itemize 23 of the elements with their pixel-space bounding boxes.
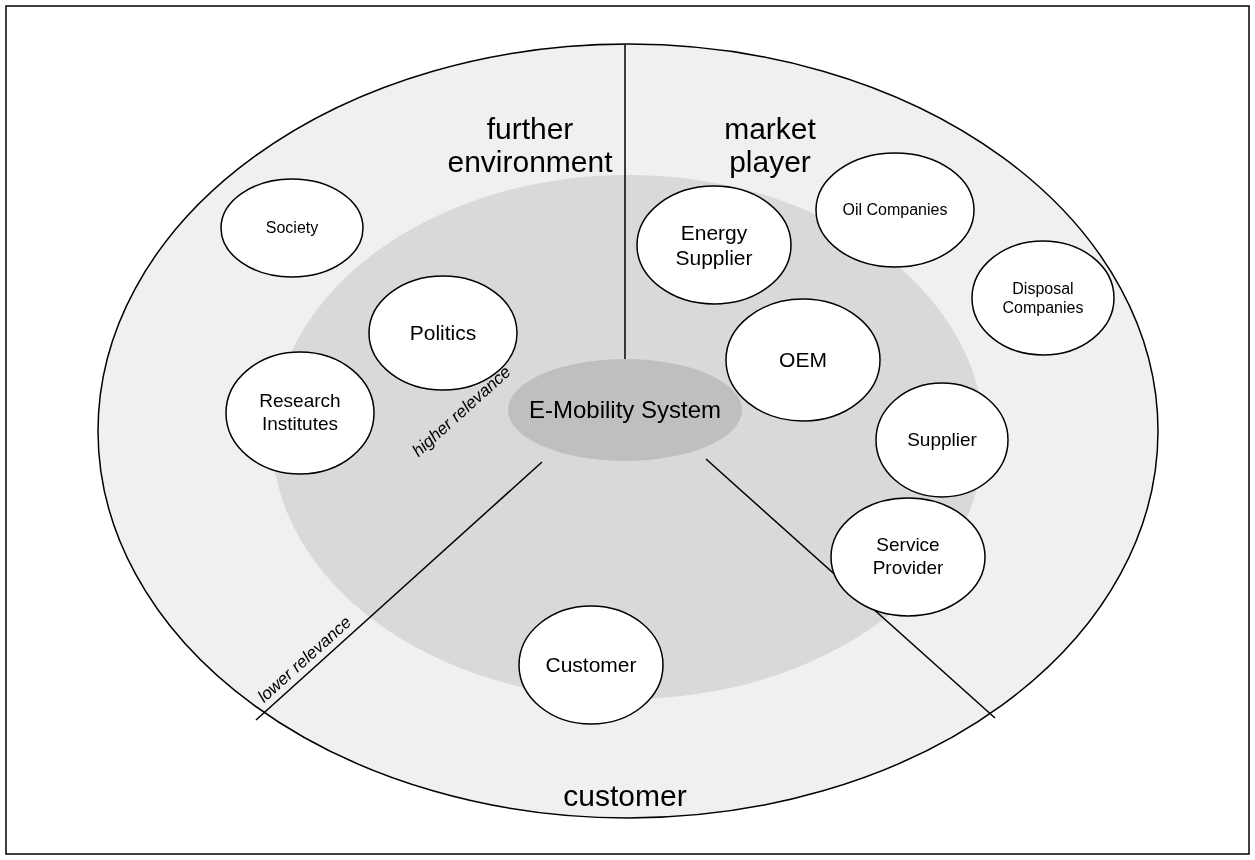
node-label: Politics (409, 320, 477, 346)
stakeholder-ellipse (518, 605, 664, 725)
node-label: Oil Companies (842, 200, 948, 220)
sector-title: market player (723, 112, 817, 178)
stakeholder-ellipse (971, 240, 1115, 356)
node-label: Service Provider (871, 534, 945, 580)
stakeholder-ellipse (636, 185, 792, 305)
stakeholder-ellipse (725, 298, 881, 422)
node-label: Supplier (907, 428, 977, 452)
node-label: OEM (779, 347, 827, 373)
sector-title: further environment (446, 112, 614, 178)
node-label: Disposal Companies (1001, 278, 1085, 318)
sector-title: customer (563, 778, 687, 812)
stakeholder-ellipse (875, 382, 1009, 498)
node-label: E-Mobility System (528, 395, 721, 425)
stakeholder-ellipse (830, 497, 986, 617)
node-label: Energy Supplier (674, 219, 754, 271)
stakeholder-ellipse (815, 152, 975, 268)
stakeholder-ellipse (220, 178, 364, 278)
node-label: Society (265, 218, 319, 238)
stakeholder-ellipse (225, 351, 375, 475)
node-label: Customer (545, 652, 637, 678)
node-label: Research Institutes (258, 390, 342, 436)
